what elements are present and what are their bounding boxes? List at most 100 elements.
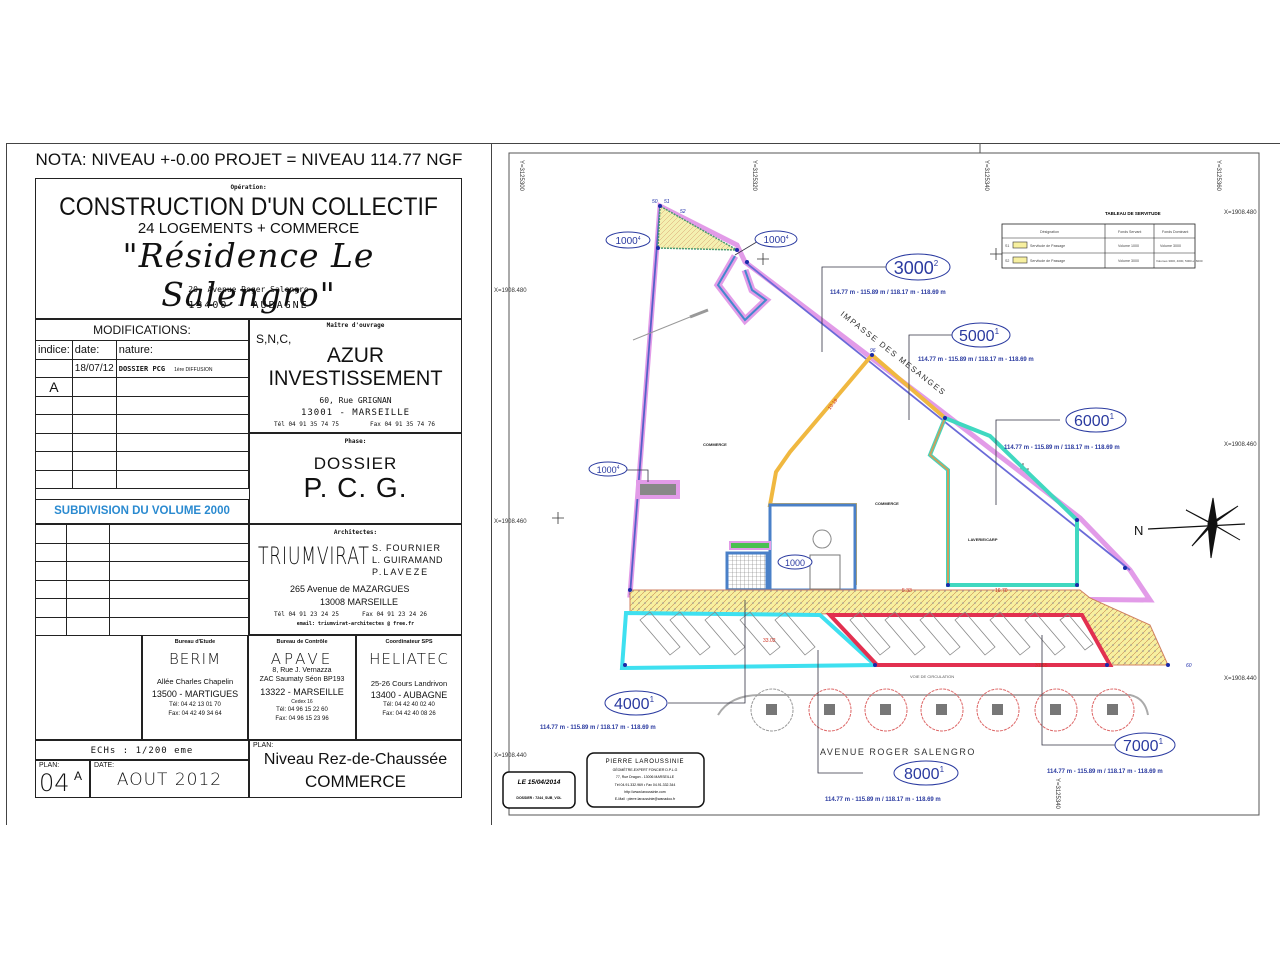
plan-number-box: PLAN: 04 A xyxy=(35,760,90,798)
cell-date xyxy=(71,414,117,434)
blank-cell xyxy=(35,579,67,599)
svg-text:X=1908.460: X=1908.460 xyxy=(1224,442,1257,448)
plan-name-1: Niveau Rez-de-Chaussée xyxy=(263,751,448,768)
blank-cell xyxy=(66,616,110,636)
company-prefix: S,N,C, xyxy=(256,332,292,346)
cell-date xyxy=(71,377,117,397)
bureau-line: Fax: 04 96 15 23 96 xyxy=(275,716,329,722)
architect-partner-3: P.LAVEZE xyxy=(372,567,430,577)
svg-text:1000: 1000 xyxy=(785,558,805,568)
svg-text:60001: 60001 xyxy=(1074,412,1115,430)
svg-text:N: N xyxy=(1134,523,1143,538)
svg-text:50001: 50001 xyxy=(959,327,1000,345)
modifications-table: MODIFICATIONS: indice: date: nature: 18/… xyxy=(35,319,250,489)
avenue-label: AVENUE ROGER SALENGRO xyxy=(820,747,976,757)
phase-label: Phase: xyxy=(344,438,367,445)
phase-line-2: P. C. G. xyxy=(303,472,408,503)
svg-text:X=1908.480: X=1908.480 xyxy=(1224,210,1257,216)
svg-text:51: 51 xyxy=(664,199,670,205)
architect-fax: Fax 04 91 23 24 26 xyxy=(362,611,428,618)
svg-text:114.77 m - 115.89 m / 1: 114.77 m - 115.89 m / 118.17 m - 118.69 … xyxy=(830,290,946,296)
servitude-table: TABLEAU DE SERVITUDE Désignation Fonds S… xyxy=(1001,211,1203,269)
company-tel: Tél 04 91 35 74 75 xyxy=(274,421,340,428)
cell-nature xyxy=(115,414,250,434)
svg-text:GÉOMÈTRE-EXPERT FONCIER D.P.L.: GÉOMÈTRE-EXPERT FONCIER D.P.L.G xyxy=(613,767,678,772)
svg-text:114.77 m - 115.89 m / 1: 114.77 m - 115.89 m / 118.17 m - 118.69 … xyxy=(825,797,941,803)
svg-text:Y=3125340: Y=3125340 xyxy=(983,160,989,192)
blank-cell xyxy=(66,524,110,544)
col-date: date: xyxy=(71,340,117,360)
svg-text:Servitude de Passage: Servitude de Passage xyxy=(1030,259,1065,263)
cell-indice xyxy=(35,432,73,452)
svg-text:33.02: 33.02 xyxy=(763,638,776,644)
bureau-line: Tél: 04 42 13 01 70 xyxy=(169,702,221,708)
bureau-name: BERIM xyxy=(168,650,222,668)
bureau-controle-box: Bureau de Contrôle APAVE 8, Rue J. Verna… xyxy=(248,635,356,740)
svg-text:Volume 3000: Volume 3000 xyxy=(1118,259,1139,263)
company-city: 13001 - MARSEILLE xyxy=(300,408,411,418)
blank-cell xyxy=(35,542,67,562)
svg-text:80001: 80001 xyxy=(904,765,945,783)
svg-text:LAVERIE/CARP: LAVERIE/CARP xyxy=(968,537,998,542)
svg-text:http://www.laroussinie.com: http://www.laroussinie.com xyxy=(624,790,666,794)
volume-tags: 10004 10004 10004 1000 30002 50001 60001… xyxy=(588,230,1176,786)
blank-cell xyxy=(66,579,110,599)
table-row xyxy=(35,414,250,434)
blank-cell xyxy=(35,598,67,618)
subdivision-note: SUBDIVISION DU VOLUME 2000 xyxy=(35,499,249,524)
bureau-name: APAVE xyxy=(270,650,334,668)
cell-nature xyxy=(115,395,250,415)
date-stamp: LE 15/04/2014 DOSSIER : 7244_SUB_VOL xyxy=(502,771,576,809)
svg-text:96: 96 xyxy=(870,348,876,354)
plan-index: A xyxy=(74,769,83,783)
architect-partner-1: S. FOURNIER xyxy=(372,543,442,553)
cell-nature xyxy=(115,377,250,397)
svg-text:Y=3125360: Y=3125360 xyxy=(1215,160,1221,192)
nature-text: DOSSIER PCG xyxy=(118,365,166,374)
blank-cell xyxy=(109,579,249,599)
cell-date xyxy=(71,395,117,415)
svg-text:Servitude de Passage: Servitude de Passage xyxy=(1030,244,1065,248)
bureau-line: 8, Rue J. Vernazza xyxy=(272,667,332,674)
svg-text:114.77 m - 115.89 m / 1: 114.77 m - 115.89 m / 118.17 m - 118.69 … xyxy=(918,357,1034,363)
drawing-frame-divider xyxy=(491,143,492,825)
table-row xyxy=(35,451,250,471)
svg-text:60: 60 xyxy=(1186,663,1192,669)
bureau-line: Cedex 16 xyxy=(291,699,313,705)
svg-text:X=1908.460: X=1908.460 xyxy=(494,519,527,525)
blank-cell xyxy=(35,524,67,544)
svg-text:Tél 04.91.332.969 • Fax 04.91.: Tél 04.91.332.969 • Fax 04.91.332.344 xyxy=(615,783,676,787)
architect-email: email: triumvirat-architectes @ free.fr xyxy=(296,621,415,627)
svg-text:5.33: 5.33 xyxy=(902,588,912,594)
operation-title: CONSTRUCTION D'UN COLLECTIF xyxy=(59,193,438,221)
nota-note: NOTA: NIVEAU +-0.00 PROJET = NIVEAU 114.… xyxy=(35,150,463,169)
cell-nature xyxy=(115,432,250,452)
bureau-label: Bureau d'Etude xyxy=(174,639,216,645)
operation-subtitle: 24 LOGEMENTS + COMMERCE xyxy=(137,220,360,237)
svg-text:10004: 10004 xyxy=(763,235,788,246)
bureau-line: 13400 - AUBAGNE xyxy=(370,690,448,700)
plan-number: 04 xyxy=(39,769,70,797)
geometre-stamp: PIERRE LAROUSSINIE GÉOMÈTRE-EXPERT FONCI… xyxy=(586,752,705,808)
svg-text:DOSSIER : 7244_SUB_VOL: DOSSIER : 7244_SUB_VOL xyxy=(516,796,562,800)
grid-labels: Y=3125300 Y=3125320 Y=3125340 Y=3125360 … xyxy=(494,160,1257,810)
operation-header: Opération: CONSTRUCTION D'UN COLLECTIF 2… xyxy=(35,178,462,319)
cell-date: 18/07/12 xyxy=(71,358,117,378)
bureau-etude-box: Bureau d'Etude BERIM Allée Charles Chape… xyxy=(142,635,248,740)
drawing-frame-left xyxy=(6,143,7,825)
svg-text:50: 50 xyxy=(652,199,658,205)
residence-name: "Résidence Le Salengro" xyxy=(122,236,375,314)
svg-text:TABLEAU DE SERVITUDE: TABLEAU DE SERVITUDE xyxy=(1105,211,1161,216)
plan-drawing: Y=3125300 Y=3125320 Y=3125340 Y=3125360 … xyxy=(494,143,1260,816)
date-label: DATE: xyxy=(94,762,115,769)
svg-text:Fonds Servant: Fonds Servant xyxy=(1118,230,1141,234)
company-name-2: INVESTISSEMENT xyxy=(268,367,443,390)
blank-cell xyxy=(66,598,110,618)
svg-text:77, Rue Dragon - 13006 MARSE: 77, Rue Dragon - 13006 MARSEILLE xyxy=(616,775,675,779)
blank-cell xyxy=(109,598,249,618)
bureau-line: Tél: 04 42 40 02 40 xyxy=(383,702,435,708)
blank-cell xyxy=(109,616,249,636)
bureau-line: 13500 - MARTIGUES xyxy=(151,689,239,699)
blank-cell xyxy=(109,561,249,581)
cell-date xyxy=(71,432,117,452)
